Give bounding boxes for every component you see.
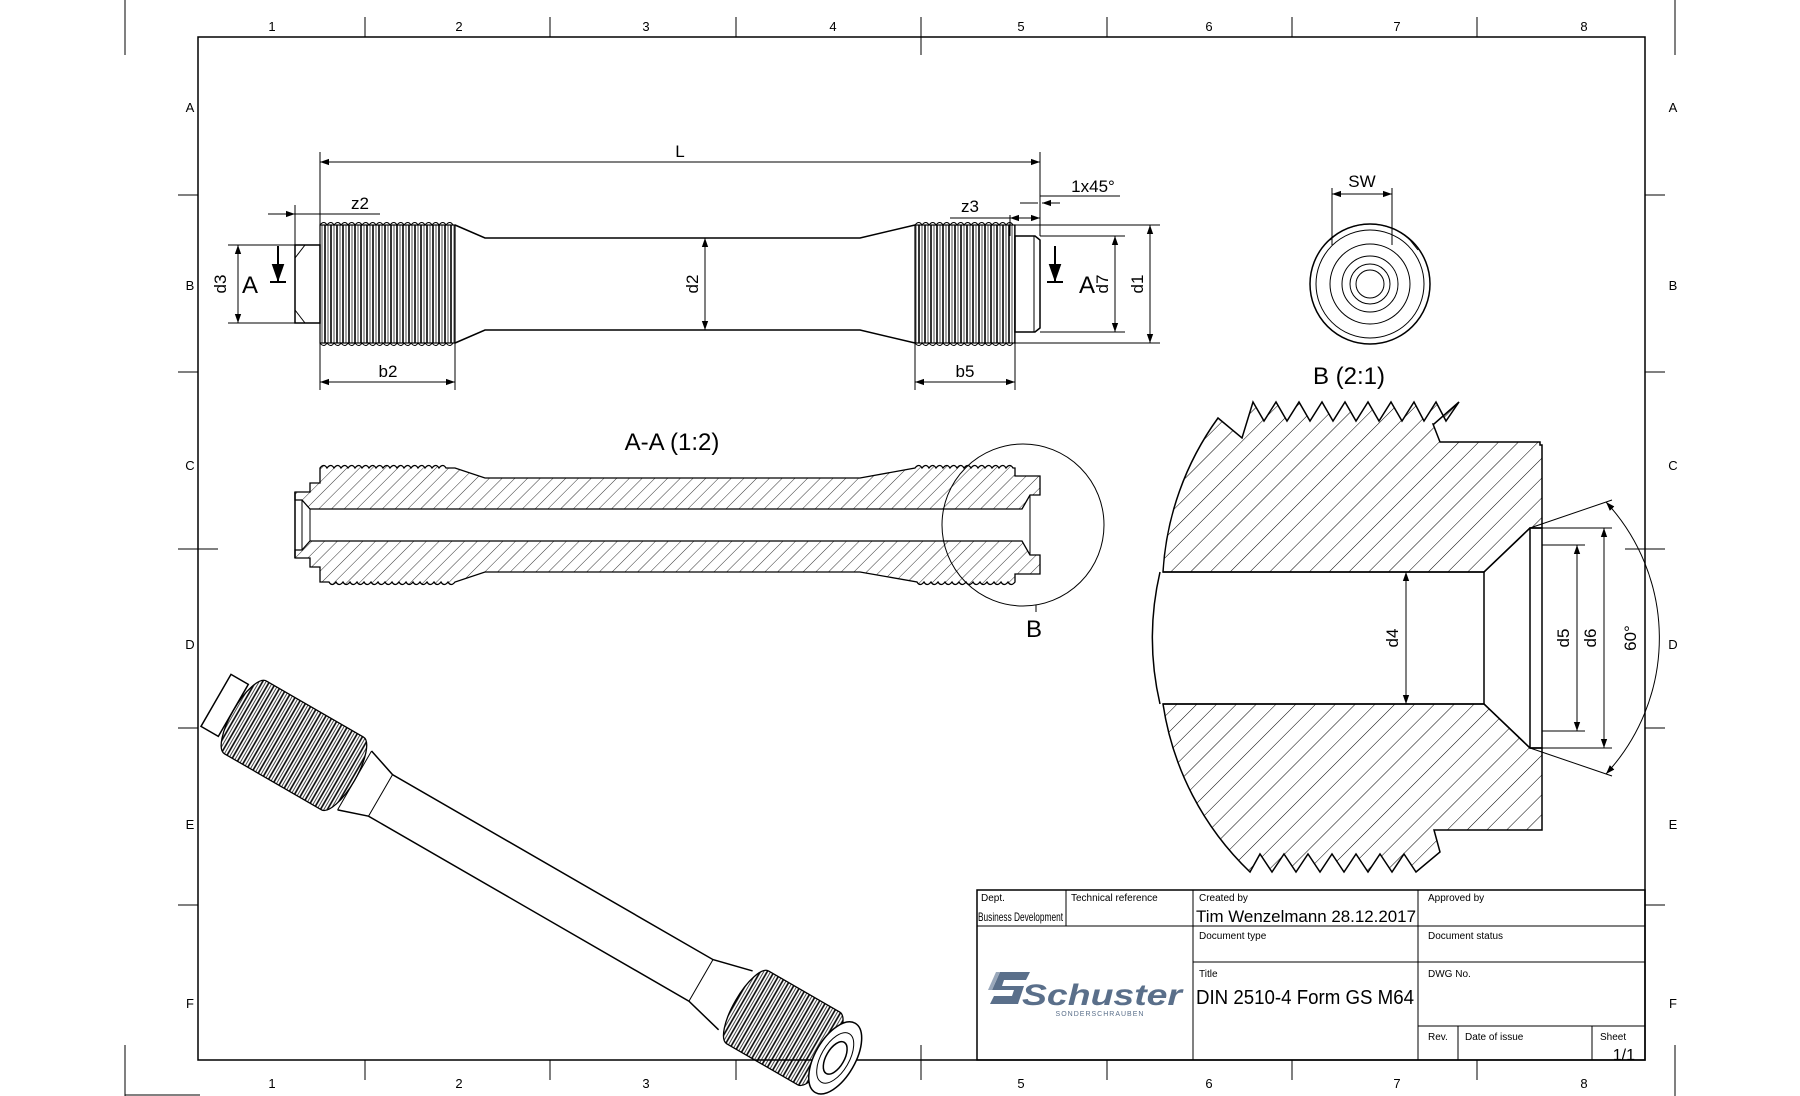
title-block: Dept. Business Development Technical ref… (976, 889, 1646, 1064)
col-label: 3 (642, 19, 649, 34)
detail-lower-material (1162, 703, 1543, 874)
row-label: E (1669, 817, 1678, 832)
logo-subtitle: SONDERSCHRAUBEN (1056, 1011, 1145, 1018)
section-view: A-A (1:2) B (294, 429, 1105, 643)
right-thread (914, 224, 1016, 344)
dim-d1-label: d1 (1128, 275, 1147, 294)
sheet-label: Sheet (1600, 1032, 1626, 1043)
dwg-label: DWG No. (1428, 969, 1471, 980)
row-label: A (1669, 100, 1678, 115)
grid-row-labels-left: A B C D E F (185, 100, 194, 1011)
dept-value: Business Development (978, 910, 1063, 924)
row-label: D (1668, 637, 1677, 652)
row-label: A (186, 100, 195, 115)
dim-d7-label: d7 (1093, 275, 1112, 294)
logo-wordmark: Schuster (1022, 979, 1185, 1012)
section-marker-right: A (1079, 272, 1095, 299)
right-end-collar (1014, 235, 1041, 333)
dim-SW-label: SW (1348, 172, 1375, 191)
dim-d5-label: d5 (1554, 629, 1573, 648)
grid-ticks (178, 17, 1665, 1080)
detail-upper-material (1162, 400, 1543, 573)
dim-L-label: L (675, 142, 684, 161)
end-view: SW (1309, 172, 1431, 345)
col-label: 2 (455, 1076, 462, 1091)
right-thread-root (914, 342, 1014, 346)
left-hex-chamfer (294, 244, 306, 324)
col-label: 3 (642, 1076, 649, 1091)
detail-title: B (2:1) (1313, 363, 1385, 390)
grid-row-labels-right: A B C D E F (1668, 100, 1677, 1011)
col-label: 6 (1205, 1076, 1212, 1091)
isometric-view (199, 673, 863, 1095)
row-label: C (185, 458, 194, 473)
dim-d3-label: d3 (211, 275, 230, 294)
section-title: A-A (1:2) (625, 429, 720, 456)
dim-arc-60 (1605, 501, 1660, 775)
section-bottom-wall (294, 540, 1041, 586)
front-view: L z2 z3 1x45° d3 A A d2 d7 (211, 142, 1160, 390)
row-label: B (186, 278, 195, 293)
sheet-value: 1/1 (1613, 1047, 1635, 1064)
tech-ref-label: Technical reference (1071, 893, 1158, 904)
dim-angle-label: 60° (1621, 625, 1640, 651)
dim-b5-label: b5 (956, 362, 975, 381)
left-spigot (294, 244, 321, 324)
col-label: 7 (1393, 19, 1400, 34)
row-label: E (186, 817, 195, 832)
company-logo: Schuster SONDERSCHRAUBEN (988, 972, 1185, 1018)
dim-chamfer-label: 1x45° (1071, 177, 1115, 196)
date-label: Date of issue (1465, 1032, 1524, 1043)
detail-circle-B (941, 443, 1105, 607)
row-label: F (186, 996, 194, 1011)
col-label: 7 (1393, 1076, 1400, 1091)
row-label: D (185, 637, 194, 652)
dim-b2-label: b2 (379, 362, 398, 381)
col-label: 1 (268, 1076, 275, 1091)
dim-d4-label: d4 (1383, 629, 1402, 648)
col-label: 8 (1580, 1076, 1587, 1091)
grid-column-labels-bottom: 1 2 3 4 5 6 7 8 (268, 1076, 1587, 1091)
trim-marks (124, 0, 1676, 1096)
row-label: C (1668, 458, 1677, 473)
shank-outline (454, 224, 916, 344)
col-label: 4 (829, 19, 836, 34)
section-top-wall (294, 464, 1041, 510)
col-label: 2 (455, 19, 462, 34)
grid-column-labels-top: 1 2 3 4 5 6 7 8 (268, 19, 1587, 34)
left-thread (319, 224, 456, 344)
right-thread-crest (914, 222, 1014, 226)
row-label: B (1669, 278, 1678, 293)
left-thread-root (319, 342, 454, 346)
col-label: 8 (1580, 19, 1587, 34)
title-value: DIN 2510-4 Form GS M64 (1196, 987, 1414, 1009)
dim-z3-label: z3 (961, 197, 979, 216)
doctype-label: Document type (1199, 931, 1267, 942)
created-label: Created by (1199, 893, 1248, 904)
col-label: 6 (1205, 19, 1212, 34)
left-thread-crest (319, 222, 454, 226)
col-label: 1 (268, 19, 275, 34)
dim-d6-label: d6 (1581, 629, 1600, 648)
dept-label: Dept. (981, 893, 1005, 904)
docstatus-label: Document status (1428, 931, 1503, 942)
title-label: Title (1199, 969, 1218, 980)
col-label: 5 (1017, 19, 1024, 34)
dim-z2-label: z2 (351, 194, 369, 213)
detail-view-B: B (2:1) d4 d5 d6 60° (1151, 363, 1660, 874)
created-value: Tim Wenzelmann 28.12.2017 (1196, 907, 1416, 926)
approved-label: Approved by (1428, 893, 1484, 904)
dim-d2-label: d2 (683, 275, 702, 294)
rev-label: Rev. (1428, 1032, 1448, 1043)
row-label: F (1669, 996, 1677, 1011)
section-marker-left: A (242, 272, 258, 299)
detail-marker-B: B (1026, 616, 1042, 643)
logo-mark-icon (988, 972, 1030, 1004)
col-label: 5 (1017, 1076, 1024, 1091)
